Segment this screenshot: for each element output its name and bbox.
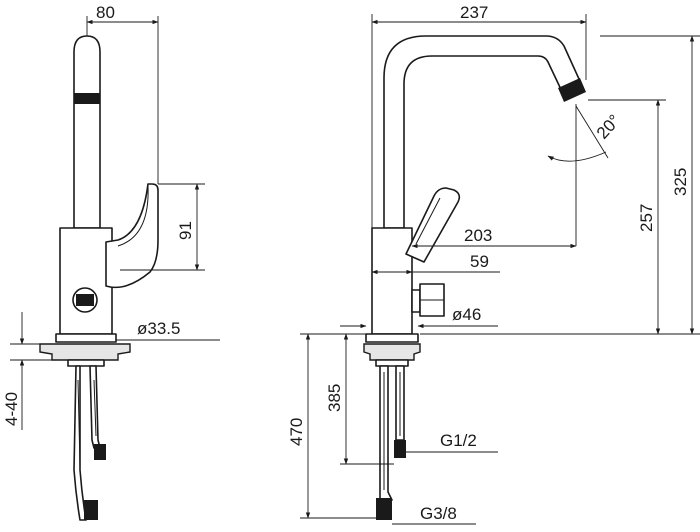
dim-outlet-height: 257 [637, 204, 656, 232]
dim-side-width: 80 [96, 3, 115, 22]
side-dim-base: ø33.5 [116, 319, 220, 341]
dim-reach: 203 [464, 226, 492, 245]
dim-deck-thickness: 4-40 [2, 392, 21, 426]
front-aerator [558, 78, 586, 102]
front-body [371, 227, 413, 335]
dim-spout-angle: 20° [593, 111, 624, 143]
dim-hose-long: 470 [287, 418, 306, 446]
front-dim-46: ø46 [340, 305, 498, 329]
side-dim-91: 91 [120, 183, 205, 271]
side-threaded-stud [67, 359, 105, 367]
side-deck-plate [39, 343, 131, 361]
front-dim-237: 237 [371, 3, 587, 228]
side-aerator [74, 93, 100, 104]
side-body [59, 227, 113, 335]
dim-connection-three-eighths: G3/8 [420, 504, 457, 523]
front-lever [405, 187, 461, 263]
front-dim-385-470: 385 470 [287, 333, 394, 519]
front-dim-203: 203 [411, 226, 577, 249]
dim-inlet-offset: 59 [470, 252, 489, 271]
front-view [363, 35, 586, 520]
front-dim-angle: 20° [547, 104, 624, 246]
front-spout [383, 35, 585, 229]
front-inlet-neck [411, 289, 421, 313]
front-base-flange [365, 333, 419, 343]
front-dim-g12: G1/2 [406, 431, 498, 453]
side-view [39, 35, 159, 521]
side-dim-4-40: 4-40 [2, 312, 52, 430]
dim-base-diameter-front: ø46 [452, 305, 481, 324]
front-hoses [379, 365, 393, 501]
side-base-flange [55, 333, 117, 343]
dim-total-height: 325 [671, 168, 690, 196]
dim-lever-height: 91 [176, 221, 195, 240]
dim-hose-short: 385 [325, 384, 344, 412]
side-dim-80: 80 [86, 3, 159, 184]
dim-total-width: 237 [460, 3, 488, 22]
dim-connection-half: G1/2 [440, 431, 477, 450]
side-spout-tube [73, 35, 101, 229]
front-dim-g38: G3/8 [392, 504, 476, 525]
dim-base-diameter-side: ø33.5 [137, 319, 180, 338]
front-dim-257-325: 257 325 [420, 35, 700, 335]
front-deck-plate [363, 343, 421, 361]
side-hoses [73, 365, 87, 521]
front-dim-59: 59 [371, 252, 500, 275]
side-lever [105, 183, 159, 289]
